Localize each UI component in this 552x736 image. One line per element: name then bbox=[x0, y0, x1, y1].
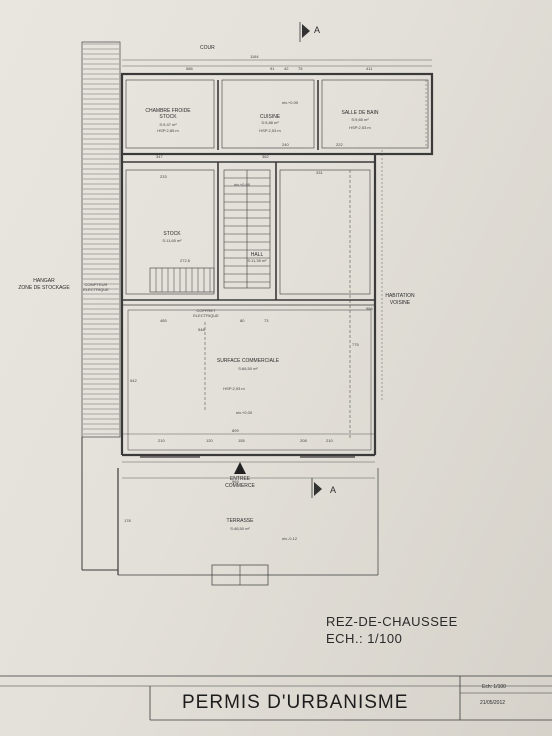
dim-top-a: 586 bbox=[186, 66, 193, 71]
dim-top-c: 91 bbox=[270, 66, 275, 71]
dim-mid-a: 347 bbox=[156, 154, 163, 159]
dim-mid-c: 240 bbox=[282, 142, 289, 147]
dim-surf-d: 548 bbox=[198, 327, 205, 332]
terrasse-niv: niv.-0.12 bbox=[282, 536, 298, 541]
title-block-date: 21/05/2012 bbox=[480, 700, 505, 706]
dim-left-h: 542 bbox=[130, 378, 137, 383]
section-marker-top: A bbox=[314, 25, 320, 35]
chambre-froide-label: CHAMBRE FROIDE bbox=[145, 108, 191, 114]
hall-label: HALL bbox=[251, 252, 264, 258]
dim-stock-w: 233 bbox=[160, 174, 167, 179]
dim-bot-total: 969 bbox=[232, 479, 239, 484]
hangar-label: HANGAR bbox=[33, 278, 55, 284]
dim-hall-d: 331 bbox=[316, 170, 323, 175]
habitation-label: HABITATION bbox=[385, 293, 415, 299]
dim-mid-b: 362 bbox=[262, 154, 269, 159]
dim-bot-c: 155 bbox=[238, 438, 245, 443]
sdb-label: SALLE DE BAIN bbox=[342, 110, 379, 116]
cuisine-hsp: HSP:2,53 m bbox=[259, 128, 281, 133]
habitation-label-2: VOISINE bbox=[390, 300, 411, 306]
entree-label: ENTREE bbox=[230, 476, 251, 482]
dim-surf-h: 775 bbox=[352, 342, 359, 347]
chambre-froide-area: S:9,47 m² bbox=[159, 122, 177, 127]
dim-surf-w: 899 bbox=[232, 428, 239, 433]
surface-hsp: HSP:2,93 m bbox=[223, 386, 245, 391]
stock-area: S:11,65 m² bbox=[162, 238, 182, 243]
compteur-label: COMPTEUR bbox=[85, 282, 108, 287]
compteur-label-2: ELECTRIQUE bbox=[83, 287, 109, 292]
dim-top-total: 1164 bbox=[250, 54, 259, 59]
dim-mid-d: 222 bbox=[336, 142, 343, 147]
surface-label: SURFACE COMMERCIALE bbox=[217, 358, 280, 364]
dim-bot-d: 208 bbox=[300, 438, 307, 443]
cuisine-label: CUISINE bbox=[260, 114, 281, 120]
dim-top-b: 411 bbox=[366, 66, 373, 71]
title-block-ech: Ech: 1/100 bbox=[482, 684, 506, 690]
dim-terr-h: 178 bbox=[124, 518, 131, 523]
dim-surf-a: 485 bbox=[160, 318, 167, 323]
coffret-label-2: ELECTRIQUE bbox=[193, 313, 219, 318]
plan-title: REZ-DE-CHAUSSEE bbox=[326, 614, 458, 629]
dim-surf-b: 80 bbox=[240, 318, 245, 323]
hall-area: S:11,35 m² bbox=[247, 258, 267, 263]
dim-surf-c: 73 bbox=[264, 318, 269, 323]
staircase bbox=[223, 169, 271, 289]
cuisine-niv: niv.+0.00 bbox=[282, 100, 299, 105]
hangar-hatching bbox=[81, 41, 121, 438]
entree-label-2: COMMERCE bbox=[225, 483, 255, 489]
terrasse-area: S:46,50 m² bbox=[230, 526, 250, 531]
cuisine-area: S:9,88 m² bbox=[261, 120, 279, 125]
plan-scale: ECH.: 1/100 bbox=[326, 631, 402, 646]
surface-niv: niv.+0.00 bbox=[236, 410, 253, 415]
hall-niv: niv.+0.00 bbox=[234, 182, 251, 187]
title-block-title: PERMIS D'URBANISME bbox=[182, 692, 408, 713]
sdb-area: S:9,65 m² bbox=[351, 117, 369, 122]
surface-area: S:66,50 m² bbox=[238, 366, 258, 371]
stock-label: STOCK bbox=[163, 231, 181, 237]
terrasse-label: TERRASSE bbox=[227, 518, 255, 524]
dim-stock-h: 272,5 bbox=[180, 258, 191, 263]
dim-bot-a: 210 bbox=[158, 438, 165, 443]
cour-label: COUR bbox=[200, 45, 215, 51]
dim-bot-b: 120 bbox=[206, 438, 213, 443]
dim-bot-e: 210 bbox=[326, 438, 333, 443]
dim-top-e: 75 bbox=[298, 66, 303, 71]
coffret-label: COFFRET bbox=[197, 308, 216, 313]
walls bbox=[0, 22, 552, 721]
section-marker-bottom: A bbox=[330, 485, 336, 495]
chambre-froide-hsp: HSP:2,85 m bbox=[157, 128, 179, 133]
dim-side-h: 986 bbox=[366, 306, 373, 311]
chambre-froide-label-2: STOCK bbox=[159, 114, 177, 120]
sdb-hsp: HSP:2,53 m bbox=[349, 125, 371, 130]
dim-top-d: 42 bbox=[284, 66, 289, 71]
hangar-label-2: ZONE DE STOCKAGE bbox=[18, 285, 70, 291]
